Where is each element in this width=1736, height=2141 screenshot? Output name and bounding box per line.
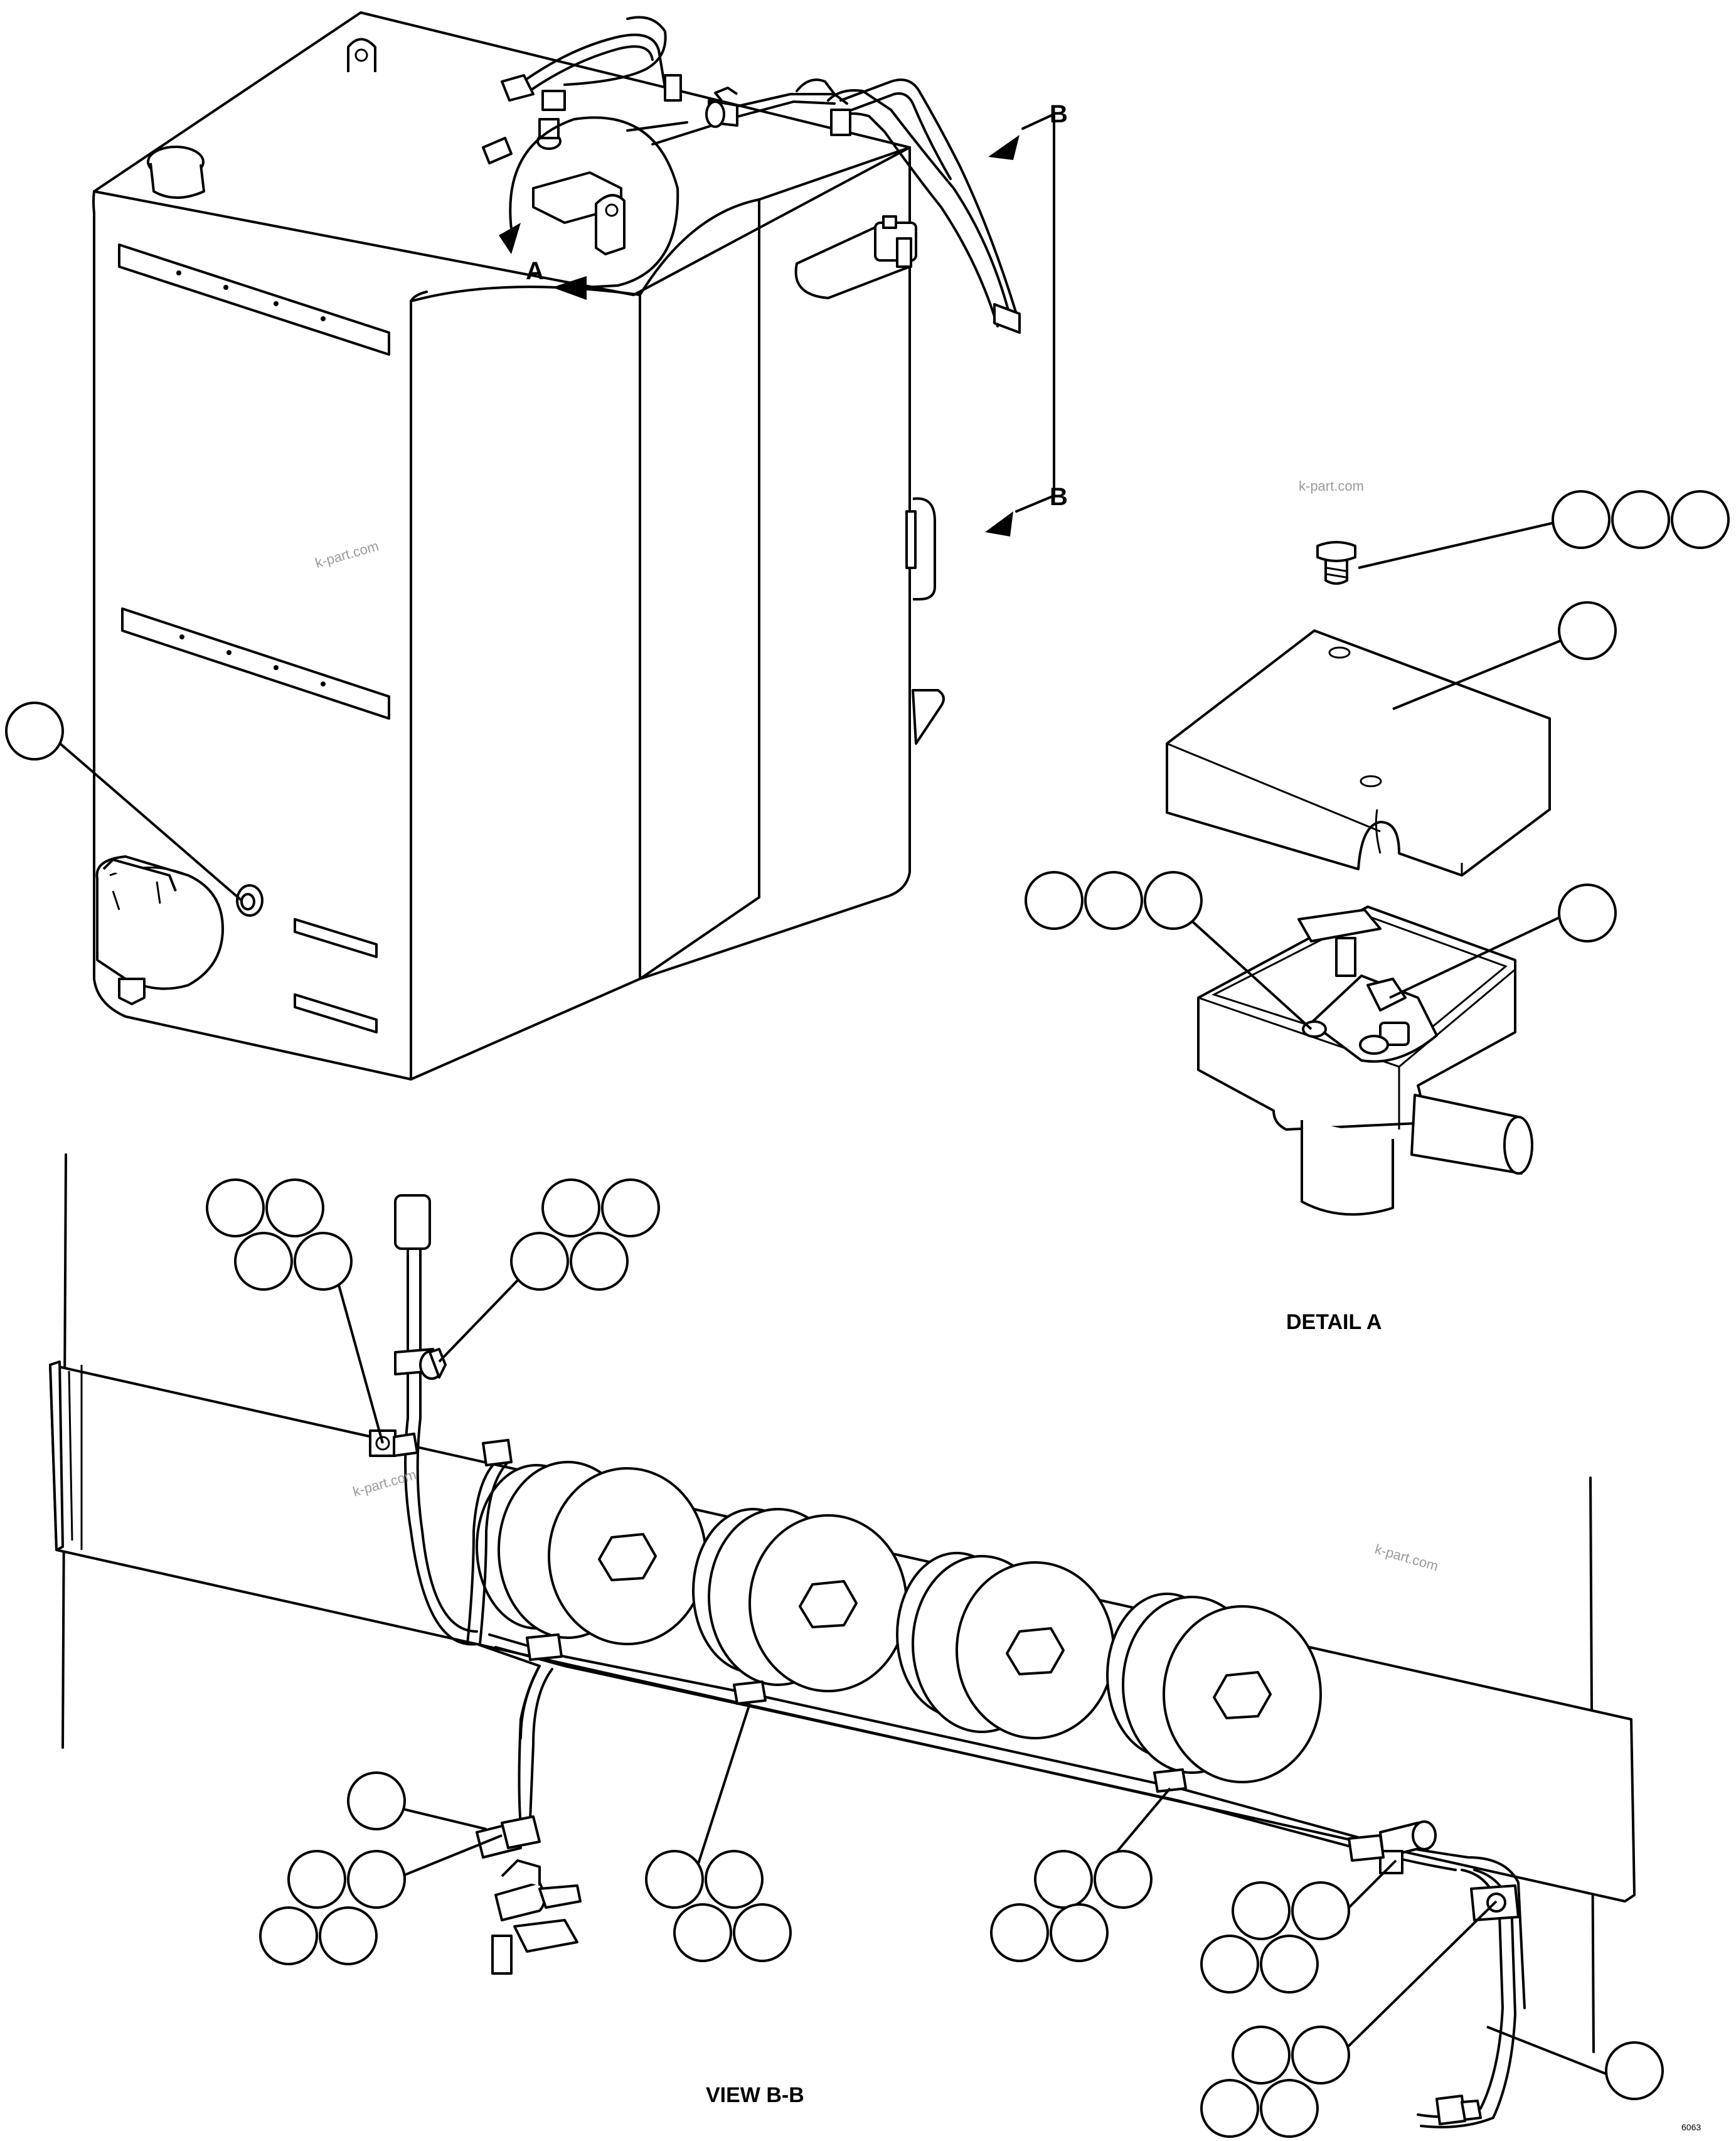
small-rails [294, 918, 378, 1033]
section-line-b-b: B B [985, 100, 1068, 537]
section-label-top: B [1050, 100, 1068, 128]
upper-left-clip-callout [206, 1178, 353, 1291]
right-connector-callout [1200, 1881, 1350, 1994]
sender-mount-callout [1025, 871, 1203, 930]
drain-valve [236, 884, 264, 917]
center-clip-callout [645, 1850, 792, 1962]
drain-valve-callout [5, 702, 64, 761]
filter-2 [692, 1508, 908, 1692]
top-hoses [501, 16, 1021, 334]
watermark-tank: k-part.com [313, 538, 380, 571]
sender-cover [1166, 629, 1551, 877]
watermark-view-right: k-part.com [1373, 1541, 1440, 1574]
filter-row [476, 1461, 1322, 1783]
cover-bolt-callout [1552, 490, 1730, 549]
lower-left-connector-callout [347, 1771, 406, 1830]
cover-bolt [1316, 541, 1356, 585]
view-b-b: VIEW B-B 6063 [49, 1153, 1701, 2132]
lower-left-clip-callout [259, 1850, 406, 1965]
watermark-detail: k-part.com [1299, 478, 1364, 494]
upper-right-clip-callout [510, 1178, 660, 1291]
tank-assembly: A [92, 11, 1021, 1081]
cover-callout [1558, 601, 1617, 660]
harness-end-callout [1605, 2041, 1664, 2100]
mounting-rail-lower [121, 607, 390, 720]
mounting-rail-upper [118, 243, 390, 356]
filter-4 [1106, 1593, 1322, 1783]
breather-filter [95, 855, 224, 1005]
filter-1 [476, 1461, 707, 1645]
view-caption: VIEW B-B [706, 2083, 804, 2107]
side-handle [905, 497, 936, 601]
detail-a: k-part.com DETAIL A [1166, 478, 1551, 1334]
filter-3 [896, 1552, 1115, 1739]
sender-on-tank [482, 118, 626, 255]
drawing-number: 6063 [1681, 2122, 1701, 2132]
section-label-bottom: B [1050, 483, 1068, 511]
sight-gauge [874, 215, 917, 268]
detail-ref-label: A [526, 257, 544, 285]
right-clip-callout [990, 1850, 1153, 1962]
right-bracket-callout [1200, 2026, 1350, 2138]
sender-housing [1197, 905, 1533, 1216]
detail-caption: DETAIL A [1286, 1310, 1382, 1334]
detail-a-indicator: A [499, 116, 679, 300]
sender-wire-callout [1558, 884, 1617, 942]
